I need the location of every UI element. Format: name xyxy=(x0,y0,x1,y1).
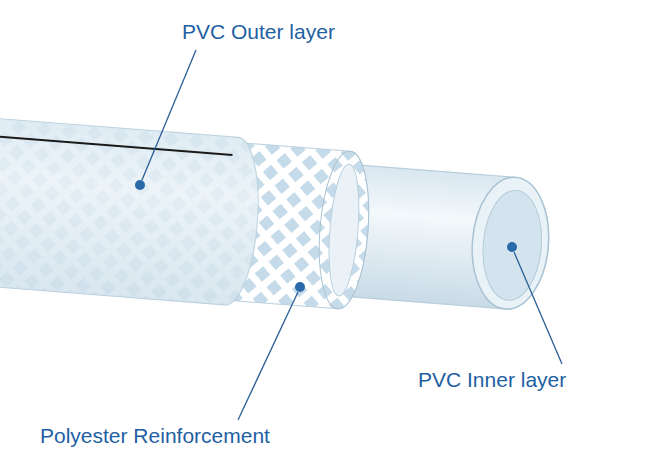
leader-line xyxy=(514,252,562,364)
leader-line xyxy=(142,50,196,180)
reinforcement-cut xyxy=(325,163,363,297)
hose xyxy=(0,118,555,330)
leader-dot xyxy=(135,180,145,190)
stripe xyxy=(0,136,232,155)
bore xyxy=(479,188,545,302)
part-label: PVC Outer layer xyxy=(182,20,335,44)
leader-dot xyxy=(295,282,305,292)
part-label: PVC Inner layer xyxy=(418,368,566,392)
outer-layer-shade xyxy=(0,118,264,307)
part-label: Polyester Reinforcement xyxy=(40,424,270,448)
leader-dot xyxy=(507,242,517,252)
reinforcement-end xyxy=(314,149,374,310)
outer-layer xyxy=(0,118,264,307)
leader-line xyxy=(238,292,298,420)
inner-layer-end xyxy=(467,174,553,312)
